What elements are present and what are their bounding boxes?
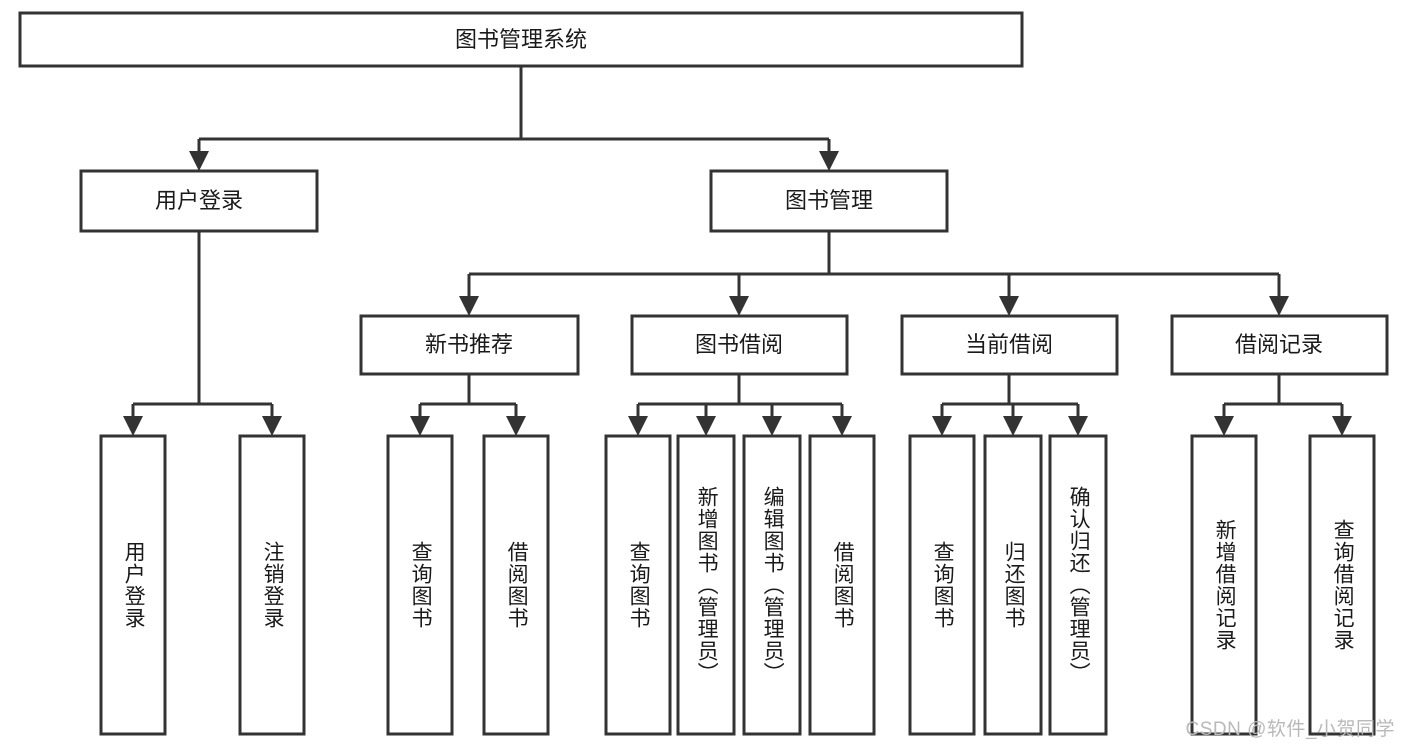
node-new-book-recommend[interactable]: 新书推荐 [359, 314, 580, 376]
leaf-box-query-record[interactable] [1308, 434, 1376, 736]
node-borrow-record[interactable]: 借阅记录 [1170, 314, 1389, 376]
borrow-record-label: 借阅记录 [1235, 332, 1323, 357]
current-borrow-box[interactable] [900, 314, 1119, 376]
connector-userlogin-to-leaves [123, 231, 282, 436]
leaf-box-add-book[interactable] [676, 434, 736, 736]
arrow-to-user-login [189, 151, 209, 171]
arrow-to-leaf-add-book [696, 416, 716, 436]
book-management-box[interactable] [709, 169, 949, 233]
arrow-to-book-borrow [729, 296, 749, 316]
arrow-to-leaf-logout [262, 416, 282, 436]
arrow-to-leaf-query-book-2 [628, 416, 648, 436]
arrow-to-borrow-record [1269, 296, 1289, 316]
arrow-to-leaf-edit-book [762, 416, 782, 436]
leaf-box-logout[interactable] [238, 434, 306, 736]
arrow-to-leaf-borrow-book-1 [506, 416, 526, 436]
arrow-to-book-management [819, 151, 839, 171]
node-book-borrow[interactable]: 图书借阅 [630, 314, 849, 376]
new-book-recommend-label: 新书推荐 [425, 332, 513, 357]
arrow-to-leaf-confirm-return [1068, 416, 1088, 436]
leaf-box-query-book-3[interactable] [908, 434, 976, 736]
arrow-to-leaf-query-record [1332, 416, 1352, 436]
leaf-box-confirm-return[interactable] [1048, 434, 1108, 736]
arrow-to-leaf-query-book-3 [932, 416, 952, 436]
connector-layer [123, 66, 1352, 436]
leaf-box-layer [99, 434, 1376, 736]
leaf-box-add-record[interactable] [1190, 434, 1258, 736]
book-management-label: 图书管理 [785, 188, 873, 213]
arrow-to-leaf-user-login [123, 416, 143, 436]
root-label: 图书管理系统 [455, 27, 587, 52]
borrow-record-box[interactable] [1170, 314, 1389, 376]
node-book-management[interactable]: 图书管理 [709, 169, 949, 233]
book-borrow-box[interactable] [630, 314, 849, 376]
leaf-box-borrow-book-1[interactable] [482, 434, 550, 736]
arrow-to-current-borrow [999, 296, 1019, 316]
arrow-to-new-book-recommend [459, 296, 479, 316]
leaf-box-return-book[interactable] [983, 434, 1043, 736]
current-borrow-label: 当前借阅 [965, 332, 1053, 357]
arrow-to-leaf-add-record [1214, 416, 1234, 436]
user-login-box[interactable] [79, 169, 319, 233]
user-login-label: 用户登录 [155, 188, 243, 213]
book-borrow-label: 图书借阅 [695, 332, 783, 357]
connector-borrow-to-leaves [628, 374, 852, 436]
node-current-borrow[interactable]: 当前借阅 [900, 314, 1119, 376]
connector-record-to-leaves [1214, 374, 1352, 436]
connector-recommend-to-leaves [410, 374, 526, 436]
leaf-box-borrow-book-2[interactable] [808, 434, 876, 736]
node-user-login[interactable]: 用户登录 [79, 169, 319, 233]
connector-bookmgmt-to-level3 [459, 231, 1289, 316]
leaf-box-user-login[interactable] [99, 434, 167, 736]
new-book-recommend-box[interactable] [359, 314, 580, 376]
connector-current-to-leaves [932, 374, 1088, 436]
arrow-to-leaf-borrow-book-2 [832, 416, 852, 436]
node-root-system[interactable]: 图书管理系统 [18, 11, 1024, 68]
root-box[interactable] [18, 11, 1024, 68]
leaf-box-edit-book[interactable] [742, 434, 802, 736]
arrow-to-leaf-return-book [1003, 416, 1023, 436]
leaf-box-query-book-1[interactable] [386, 434, 454, 736]
arrow-to-leaf-query-book-1 [410, 416, 430, 436]
leaf-box-query-book-2[interactable] [604, 434, 672, 736]
connector-root-to-level2 [189, 66, 839, 171]
